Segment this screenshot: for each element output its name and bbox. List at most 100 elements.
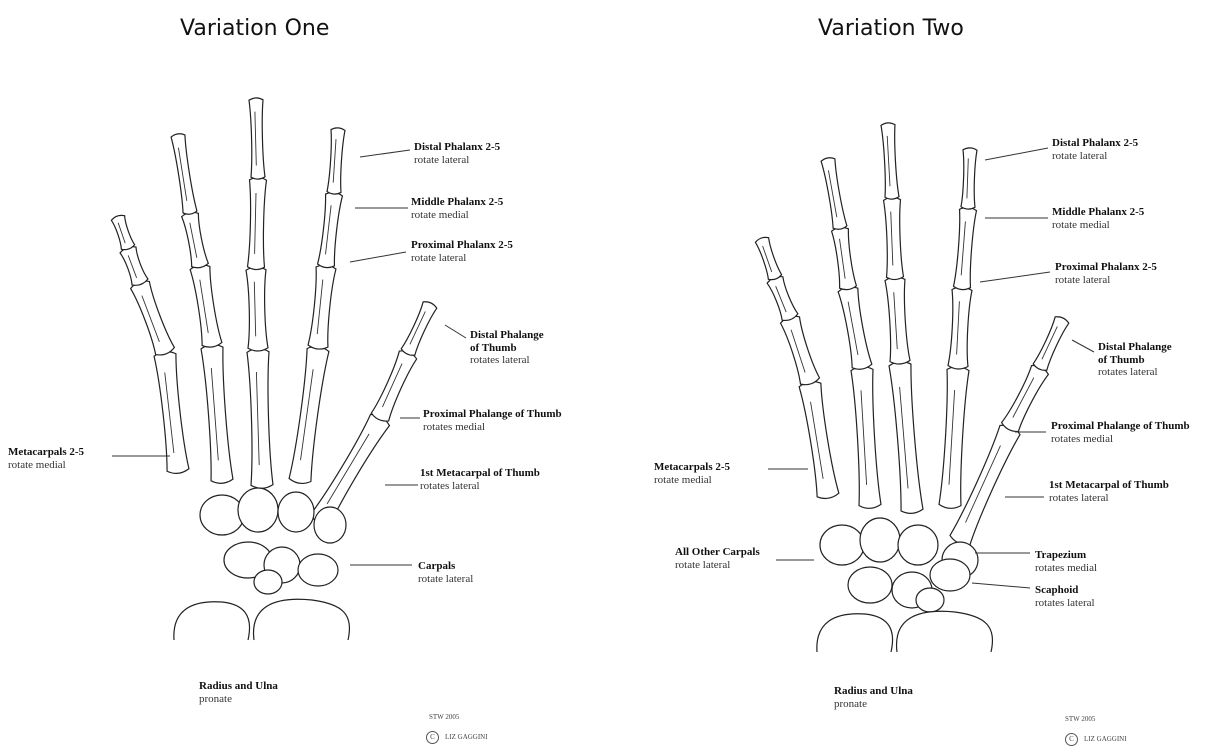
v2-distal-phalanx-5 (961, 148, 977, 210)
v2-proximal-phalanx-2 (780, 314, 821, 387)
v2-label-proximal-phalanx: Proximal Phalanx 2-5 rotate lateral (1055, 261, 1157, 286)
v1-carpal-1 (200, 495, 244, 535)
v1-label-carpals: Carpals rotate lateral (418, 560, 473, 585)
v2-radius (897, 611, 993, 652)
v2-thumb-proximal-phalanx (1000, 363, 1049, 434)
v1-proximal-thumb-name: Proximal Phalange of Thumb (423, 408, 562, 421)
v1-radius-ulna-name: Radius and Ulna (199, 680, 278, 693)
v1-distal-phalanx-2 (111, 214, 136, 252)
v1-proximal-phalanx-name: Proximal Phalanx 2-5 (411, 239, 513, 252)
v2-distal-thumb-action: rotates lateral (1098, 366, 1172, 379)
v1-radius-ulna-action: pronate (199, 693, 278, 706)
v1-distal-phalanx-3 (171, 133, 197, 215)
v2-other-carpals-action: rotate lateral (675, 559, 760, 572)
v2-metacarpal-thumb-action: rotates lateral (1049, 492, 1169, 505)
v1-label-distal-phalanx: Distal Phalanx 2-5 rotate lateral (414, 141, 500, 166)
v2-metacarpal-5 (939, 366, 969, 509)
v1-carpals-name: Carpals (418, 560, 473, 573)
v1-stamp: STW 2005 (429, 713, 459, 721)
v1-distal-phalanx-5 (327, 127, 345, 194)
v2-label-other-carpals: All Other Carpals rotate lateral (675, 546, 760, 571)
v2-proximal-phalanx-name: Proximal Phalanx 2-5 (1055, 261, 1157, 274)
v1-copyright-text: LIZ GAGGINI (445, 733, 488, 741)
v2-scaphoid-name: Scaphoid (1035, 584, 1095, 597)
v1-distal-phalanx-4 (249, 98, 265, 180)
v2-label-radius-ulna: Radius and Ulna pronate (834, 685, 913, 710)
v2-middle-phalanx-name: Middle Phalanx 2-5 (1052, 206, 1144, 219)
v2-distal-phalanx-3 (821, 157, 848, 231)
v2-trapezium-name: Trapezium (1035, 549, 1097, 562)
v1-metacarpals-action: rotate medial (8, 459, 84, 472)
v1-metacarpal-3 (201, 344, 233, 484)
v2-metacarpals-action: rotate medial (654, 474, 730, 487)
v2-leader-distal-thumb (1072, 340, 1094, 352)
v2-carpal-3 (898, 525, 938, 565)
v2-copyright: C LIZ GAGGINI (1065, 733, 1127, 746)
v1-metacarpal-thumb-name: 1st Metacarpal of Thumb (420, 467, 540, 480)
v2-middle-phalanx-4 (883, 197, 903, 280)
v2-proximal-thumb-name: Proximal Phalange of Thumb (1051, 420, 1190, 433)
v1-middle-phalanx-5 (317, 192, 342, 269)
v1-leader-distal (360, 150, 410, 157)
v1-proximal-phalanx-3 (190, 263, 223, 348)
v2-radius-ulna-name: Radius and Ulna (834, 685, 913, 698)
v2-leader-scaphoid (972, 583, 1030, 588)
v2-middle-phalanx-3 (831, 226, 857, 290)
v2-carpal-2 (860, 518, 900, 562)
v2-proximal-thumb-action: rotates medial (1051, 433, 1190, 446)
v1-metacarpal-5 (289, 345, 330, 485)
v2-leader-proximal (980, 272, 1050, 282)
v2-scaphoid-action: rotates lateral (1035, 597, 1095, 610)
v1-metacarpals-name: Metacarpals 2-5 (8, 446, 84, 459)
v2-distal-thumb-name-2: of Thumb (1098, 354, 1172, 367)
v2-copyright-symbol: C (1065, 733, 1078, 746)
v1-label-radius-ulna: Radius and Ulna pronate (199, 680, 278, 705)
v2-distal-thumb-name-1: Distal Phalange (1098, 341, 1172, 354)
v2-middle-phalanx-action: rotate medial (1052, 219, 1144, 232)
v2-metacarpal-2 (799, 380, 840, 500)
v2-trapezium-action: rotates medial (1035, 562, 1097, 575)
v2-proximal-phalanx-3 (838, 285, 873, 371)
v2-other-carpals-name: All Other Carpals (675, 546, 760, 559)
v1-carpal-4 (314, 507, 346, 543)
v1-label-distal-thumb: Distal Phalange of Thumb rotates lateral (470, 329, 544, 367)
v1-leader-distal-thumb (445, 325, 466, 338)
v2-leader-distal (985, 148, 1048, 160)
v2-metacarpal-3 (851, 366, 881, 509)
v1-copyright: C LIZ GAGGINI (426, 731, 488, 744)
v2-copyright-text: LIZ GAGGINI (1084, 735, 1127, 743)
v1-distal-phalanx-name: Distal Phalanx 2-5 (414, 141, 500, 154)
v1-carpal-3 (278, 492, 314, 532)
v1-copyright-symbol: C (426, 731, 439, 744)
v1-middle-phalanx-name: Middle Phalanx 2-5 (411, 196, 503, 209)
v1-proximal-phalanx-2 (130, 279, 176, 358)
v1-label-proximal-phalanx: Proximal Phalanx 2-5 rotate lateral (411, 239, 513, 264)
v1-distal-thumb-name-2: of Thumb (470, 342, 544, 355)
v1-label-metacarpal-thumb: 1st Metacarpal of Thumb rotates lateral (420, 467, 540, 492)
v2-proximal-phalanx-4 (885, 276, 910, 364)
v2-metacarpal-thumb-name: 1st Metacarpal of Thumb (1049, 479, 1169, 492)
v1-thumb-proximal-phalanx (370, 348, 418, 423)
v2-proximal-phalanx-action: rotate lateral (1055, 274, 1157, 287)
v1-proximal-thumb-action: rotates medial (423, 421, 562, 434)
v1-ulna (174, 602, 250, 640)
v1-middle-phalanx-3 (181, 211, 209, 269)
v1-thumb-distal-phalanx (400, 300, 437, 357)
v2-label-metacarpals: Metacarpals 2-5 rotate medial (654, 461, 730, 486)
v2-label-distal-thumb: Distal Phalange of Thumb rotates lateral (1098, 341, 1172, 379)
v2-distal-phalanx-4 (881, 123, 899, 200)
v1-leader-proximal (350, 252, 406, 262)
v1-carpal-8 (254, 570, 282, 594)
v1-label-middle-phalanx: Middle Phalanx 2-5 rotate medial (411, 196, 503, 221)
v2-distal-phalanx-action: rotate lateral (1052, 150, 1138, 163)
v2-label-proximal-thumb: Proximal Phalange of Thumb rotates media… (1051, 420, 1190, 445)
v1-middle-phalanx-action: rotate medial (411, 209, 503, 222)
v2-distal-phalanx-name: Distal Phalanx 2-5 (1052, 137, 1138, 150)
v2-middle-phalanx-2 (766, 274, 799, 322)
v2-distal-phalanx-2 (755, 236, 783, 282)
v2-carpal-1 (820, 525, 864, 565)
v2-ulna (817, 614, 893, 652)
v1-label-metacarpals: Metacarpals 2-5 rotate medial (8, 446, 84, 471)
v2-carpal-5 (848, 567, 892, 603)
